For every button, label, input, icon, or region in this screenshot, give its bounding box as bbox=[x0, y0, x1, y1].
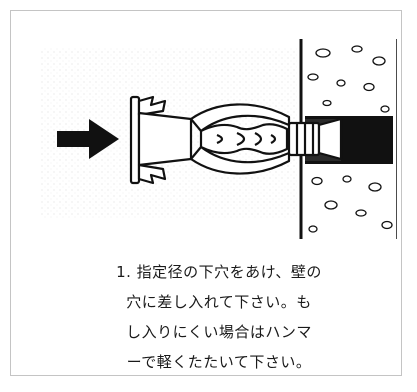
instruction-caption: 1. 指定径の下穴をあけ、壁の 穴に差し入れて下さい。も し入りにくい場合はハン… bbox=[71, 257, 367, 377]
hollow-wall-anchor-icon bbox=[129, 95, 343, 185]
installation-illustration bbox=[41, 39, 397, 239]
instruction-card: 1. 指定径の下穴をあけ、壁の 穴に差し入れて下さい。も し入りにくい場合はハン… bbox=[10, 10, 402, 376]
caption-line-2: 穴に差し入れて下さい。も bbox=[126, 293, 312, 311]
caption-line-3: し入りにくい場合はハンマ bbox=[126, 323, 312, 341]
push-direction-arrow-icon bbox=[57, 119, 119, 159]
caption-line-4: ーで軽くたたいて下さい。 bbox=[126, 353, 312, 371]
caption-line-1: 1. 指定径の下穴をあけ、壁の bbox=[116, 263, 322, 281]
